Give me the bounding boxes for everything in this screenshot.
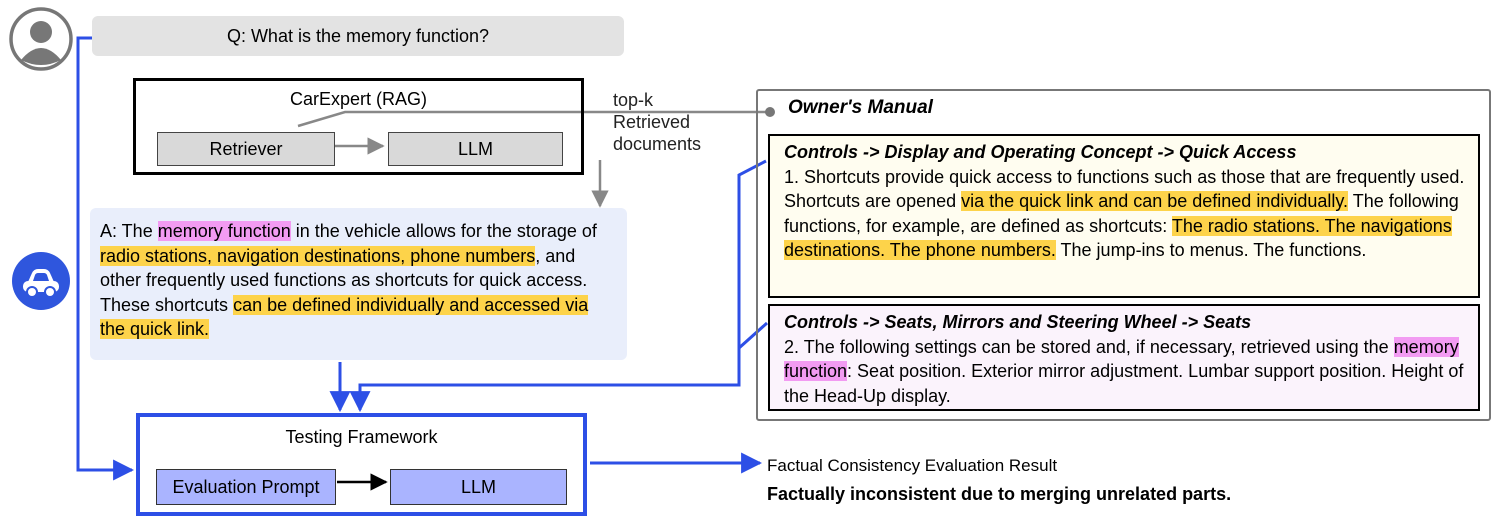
answer-highlight-memory: memory function bbox=[157, 221, 291, 241]
rag-llm-module: LLM bbox=[388, 132, 563, 166]
retrieval-label: top-k Retrieved documents bbox=[613, 90, 702, 154]
testing-llm-module: LLM bbox=[390, 469, 567, 505]
evaluation-prompt-module: Evaluation Prompt bbox=[156, 469, 336, 505]
doc2-heading: Controls -> Seats, Mirrors and Steering … bbox=[784, 312, 1252, 332]
user-avatar-icon bbox=[9, 7, 73, 71]
docs-to-testing-arrow bbox=[360, 159, 768, 410]
owners-manual-panel: Owner's Manual Controls -> Display and O… bbox=[756, 89, 1491, 421]
doc1-highlight-quicklink: via the quick link and can be defined in… bbox=[961, 191, 1349, 212]
retriever-to-manual-line bbox=[297, 110, 770, 128]
doc1-body: 1. Shortcuts provide quick access to fun… bbox=[784, 166, 1465, 261]
result-label: Factual Consistency Evaluation Result bbox=[767, 456, 1058, 475]
answer-highlight-items: radio stations, navigation destinations,… bbox=[100, 245, 536, 266]
testing-title: Testing Framework bbox=[285, 427, 438, 447]
rag-answer: A: The memory function in the vehicle al… bbox=[90, 208, 627, 360]
manual-document-1: Controls -> Display and Operating Concep… bbox=[768, 134, 1480, 298]
carexpert-rag-box: CarExpert (RAG) Retriever LLM bbox=[133, 78, 584, 175]
user-to-testing-arrow bbox=[76, 36, 135, 481]
doc2-body: 2. The following settings can be stored … bbox=[784, 336, 1464, 406]
testing-framework-box: Testing Framework Evaluation Prompt LLM bbox=[136, 413, 587, 516]
evaluation-result: Factual Consistency Evaluation Result Fa… bbox=[767, 452, 1231, 509]
result-verdict: Factually inconsistent due to merging un… bbox=[767, 484, 1232, 504]
manual-document-2: Controls -> Seats, Mirrors and Steering … bbox=[768, 304, 1480, 411]
car-icon bbox=[12, 252, 70, 310]
retriever-module: Retriever bbox=[157, 132, 335, 166]
rag-title: CarExpert (RAG) bbox=[289, 89, 428, 109]
manual-connector-dot bbox=[765, 107, 775, 117]
manual-title: Owner's Manual bbox=[788, 97, 933, 118]
doc1-heading: Controls -> Display and Operating Concep… bbox=[784, 142, 1297, 162]
user-question: Q: What is the memory function? bbox=[92, 16, 624, 56]
